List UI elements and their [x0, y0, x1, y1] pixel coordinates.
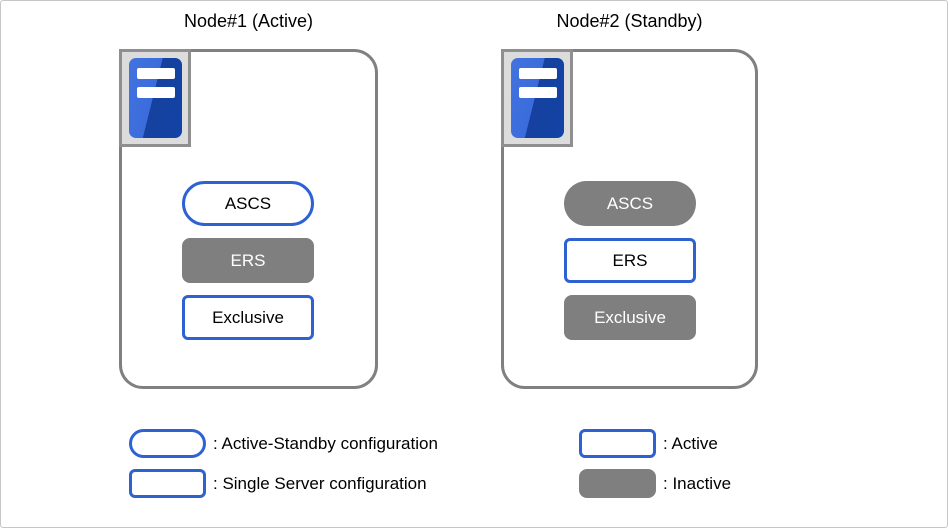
server-icon: [128, 58, 182, 138]
legend-row-inactive: : Inactive: [579, 469, 731, 498]
service-label: ERS: [612, 250, 648, 270]
node2-service-ers: ERS: [564, 238, 696, 283]
node1-services: ASCS ERS Exclusive: [182, 181, 314, 340]
node1-service-ers: ERS: [182, 238, 314, 283]
server-drive-bay-icon: [136, 87, 175, 98]
node1-title: Node#1 (Active): [183, 11, 314, 31]
node2-server-icon-frame: [501, 49, 573, 147]
service-label: Exclusive: [212, 307, 284, 327]
node2-services: ASCS ERS Exclusive: [564, 181, 696, 340]
legend-label: : Active: [663, 433, 718, 453]
node1-server-icon-frame: [119, 49, 191, 147]
service-label: ASCS: [606, 193, 654, 213]
node2-title: Node#2 (Standby): [556, 11, 703, 31]
service-label: Exclusive: [594, 307, 666, 327]
legend-label: : Inactive: [663, 473, 732, 493]
service-label: ERS: [230, 250, 266, 270]
server-drive-bay-icon: [518, 68, 557, 79]
legend-swatch-active: [579, 429, 656, 458]
node2-service-exclusive: Exclusive: [564, 295, 696, 340]
legend-row-active-standby: : Active-Standby configuration: [129, 429, 438, 458]
legend-state-meanings: : Active : Inactive: [579, 429, 731, 498]
legend-label: : Active-Standby configuration: [213, 433, 438, 453]
legend-row-single-server: : Single Server configuration: [129, 469, 438, 498]
node1-service-exclusive: Exclusive: [182, 295, 314, 340]
server-icon: [510, 58, 564, 138]
legend-swatch-inactive: [579, 469, 656, 498]
node2-service-ascs: ASCS: [564, 181, 696, 226]
legend-swatch-rect-outline: [129, 469, 206, 498]
server-drive-bay-icon: [136, 68, 175, 79]
legend-swatch-stadium-outline: [129, 429, 206, 458]
service-label: ASCS: [224, 193, 272, 213]
legend-row-active: : Active: [579, 429, 731, 458]
legend-shape-meanings: : Active-Standby configuration : Single …: [129, 429, 438, 498]
server-drive-bay-icon: [518, 87, 557, 98]
legend-label: : Single Server configuration: [213, 473, 427, 493]
node1-service-ascs: ASCS: [182, 181, 314, 226]
